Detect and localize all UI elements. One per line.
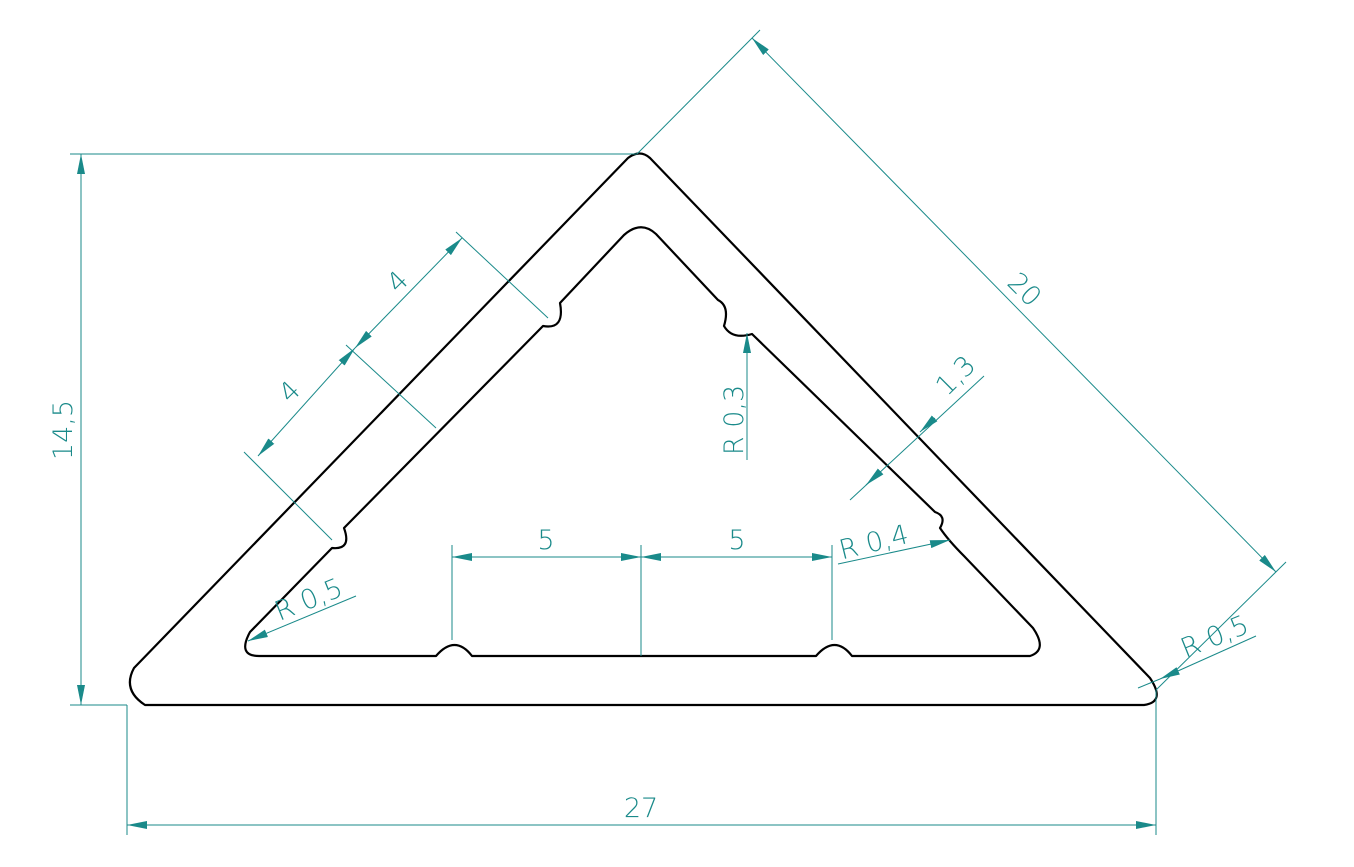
- dim-radius-right-corner: R 0,5: [1137, 610, 1257, 689]
- dim-slot-bottom-label-1: 5: [537, 525, 554, 556]
- dim-slot-left-label-2: 4: [381, 265, 415, 299]
- dim-width-27: 27: [126, 690, 1157, 835]
- dim-height-label: 14,5: [48, 400, 79, 460]
- dim-width-label: 27: [624, 793, 658, 824]
- dim-slot-spacing-bottom: 5 5: [451, 525, 833, 656]
- dim-slot-left-label-1: 4: [273, 375, 307, 409]
- dim-radius-left-corner: R 0,5: [247, 573, 357, 642]
- radius-inner-right-label: R 0,4: [836, 519, 912, 566]
- radius-left-label: R 0,5: [270, 573, 347, 628]
- inner-contour: [244, 226, 1041, 658]
- dim-hypotenuse-label: 20: [1001, 267, 1047, 313]
- dim-wall-label: 1,3: [930, 350, 982, 402]
- dim-wall-thickness: 1,3: [849, 350, 985, 501]
- dim-radius-notch: R 0,3: [719, 333, 751, 460]
- dim-height-14-5: 14,5: [48, 153, 637, 706]
- dim-slot-bottom-label-2: 5: [728, 525, 745, 556]
- radius-right-label: R 0,5: [1176, 610, 1253, 665]
- dim-slot-spacing-left: 4 4: [243, 231, 549, 541]
- radius-notch-label: R 0,3: [719, 385, 750, 455]
- dim-radius-inner-right: R 0,4: [836, 519, 951, 566]
